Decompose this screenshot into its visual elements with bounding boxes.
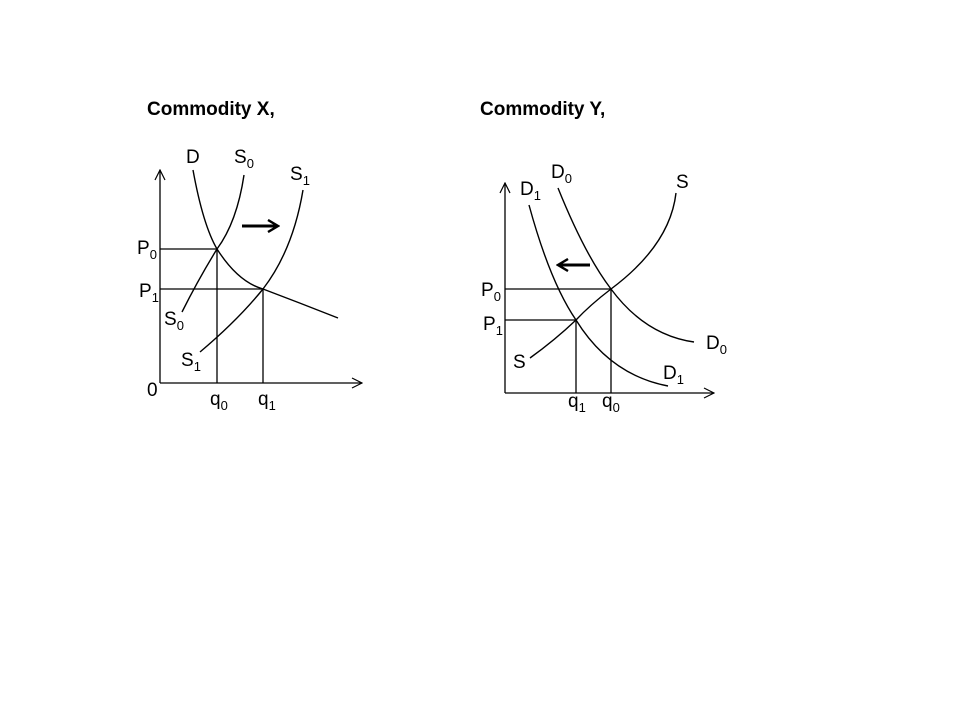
panel-y-d0-top-label: D0 — [551, 162, 572, 186]
panel-x-supply-curve-s1 — [199, 189, 304, 353]
panel-x-demand-label: D — [186, 147, 200, 168]
panel-y-s-bottom-label: S — [513, 352, 526, 373]
panel-y-p1-label: P1 — [483, 314, 503, 338]
panel-x-origin-label: 0 — [147, 380, 158, 401]
panel-x-title: Commodity X, — [147, 99, 275, 120]
panel-commodity-x: Commodity X, 0 P0 P1 q0 q1 D S0 S1 S0 S1 — [137, 99, 362, 413]
panel-y-s-top-label: S — [676, 172, 689, 193]
panel-x-s0-top-label: S0 — [234, 147, 254, 171]
panel-y-d1-bottom-label: D1 — [663, 363, 684, 387]
panel-y-q1-label: q1 — [568, 391, 586, 415]
panel-y-demand-curve-d1 — [528, 204, 669, 387]
panel-x-s1-bottom-label: S1 — [181, 350, 201, 374]
panel-y-title: Commodity Y, — [480, 99, 605, 120]
panel-y-d0-bottom-label: D0 — [706, 333, 727, 357]
panel-x-supply-curve-s0 — [181, 174, 245, 313]
panel-y-q0-label: q0 — [602, 391, 620, 415]
panel-y-supply-curve — [529, 192, 677, 359]
panel-x-q0-label: q0 — [210, 389, 228, 413]
panel-x-q1-label: q1 — [258, 389, 276, 413]
panel-x-p1-label: P1 — [139, 281, 159, 305]
panel-y-p0-label: P0 — [481, 280, 501, 304]
panel-x-s1-top-label: S1 — [290, 164, 310, 188]
panel-x-p0-label: P0 — [137, 238, 157, 262]
panel-x-s0-bottom-label: S0 — [164, 309, 184, 333]
panel-y-d1-top-label: D1 — [520, 179, 541, 203]
panel-x-demand-curve — [192, 169, 339, 319]
panel-commodity-y: Commodity Y, P0 P1 q1 q0 D0 D1 S D0 D1 S — [480, 99, 727, 415]
